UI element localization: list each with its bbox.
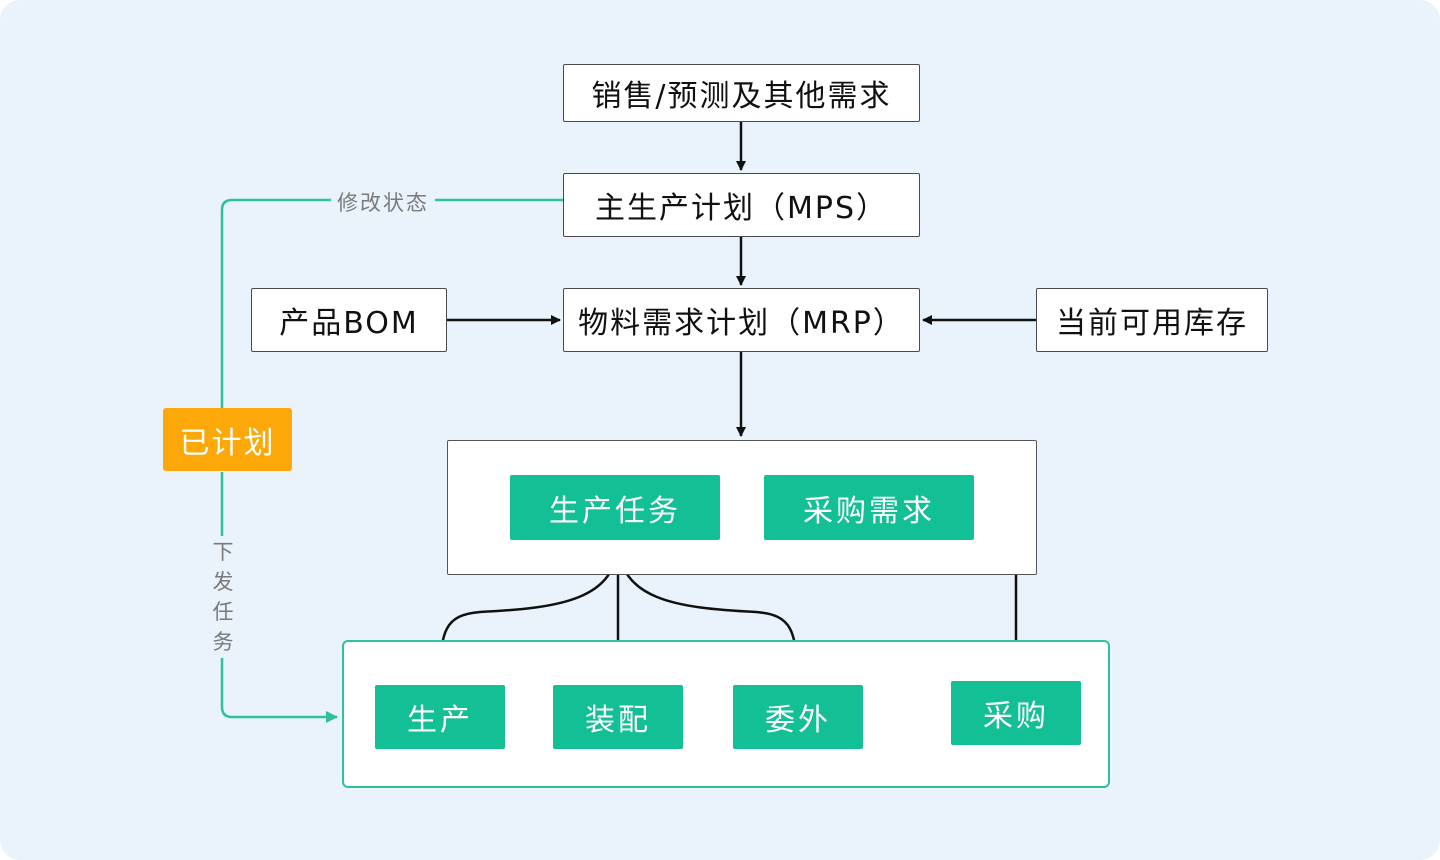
node-purchase-demand[interactable]: 采购需求 xyxy=(764,475,974,540)
arrow-task-to-outsource xyxy=(616,539,802,684)
edge-label-dispatch-task: 下 发 任 务 xyxy=(208,536,240,658)
dispatch-char-2: 发 xyxy=(212,570,236,594)
node-mps[interactable]: 主生产计划（MPS） xyxy=(563,173,920,237)
dispatch-line-to-execution xyxy=(220,472,338,723)
node-outsource[interactable]: 委外 xyxy=(733,685,863,749)
node-mrp[interactable]: 物料需求计划（MRP） xyxy=(563,288,920,352)
node-produce[interactable]: 生产 xyxy=(375,685,505,749)
dispatch-char-4: 务 xyxy=(212,630,236,654)
edge-label-modify-status: 修改状态 xyxy=(331,187,435,217)
node-purchase[interactable]: 采购 xyxy=(951,681,1081,745)
dispatch-char-1: 下 xyxy=(212,540,236,564)
feedback-line-modify-status xyxy=(220,198,563,408)
dispatch-char-3: 任 xyxy=(212,600,236,624)
node-sales-forecast-demand[interactable]: 销售/预测及其他需求 xyxy=(563,64,920,122)
node-production-task[interactable]: 生产任务 xyxy=(510,475,720,540)
node-product-bom[interactable]: 产品BOM xyxy=(251,288,447,352)
arrow-task-to-produce xyxy=(435,539,620,684)
node-assemble[interactable]: 装配 xyxy=(553,685,683,749)
node-planned-status[interactable]: 已计划 xyxy=(163,408,292,471)
node-available-inventory[interactable]: 当前可用库存 xyxy=(1036,288,1268,352)
